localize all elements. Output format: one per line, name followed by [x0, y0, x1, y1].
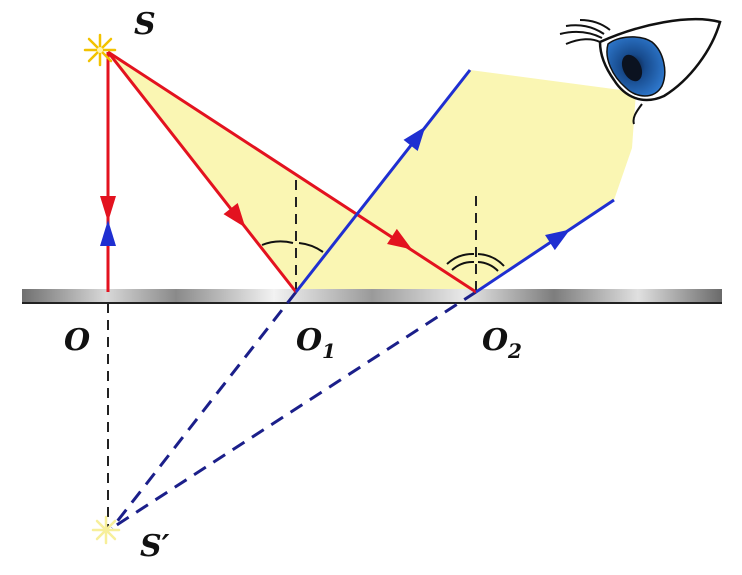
light-field-right: [296, 70, 636, 292]
svg-text:1: 1: [322, 339, 336, 363]
arrow-incident-o2: [387, 228, 413, 250]
arrow-vertical-down: [100, 196, 116, 222]
image-source-star-icon: [91, 515, 121, 545]
svg-text:O: O: [296, 323, 322, 358]
arrow-incident-o1: [223, 203, 246, 228]
svg-text:O: O: [482, 323, 508, 358]
reflected-ray-o2: [475, 198, 615, 294]
incidence-angle-arc-o1: [261, 240, 294, 246]
incident-ray-to-o2: [107, 50, 477, 294]
label-o: O: [64, 323, 90, 358]
reflection-angle-arc-o2-inner: [477, 261, 499, 272]
incident-ray-to-o1: [106, 51, 298, 293]
arrow-reflected-o1: [403, 126, 426, 151]
virtual-ray-o2: [111, 290, 477, 530]
incidence-angle-arc-o2-outer: [446, 252, 475, 265]
label-o1: O 1: [296, 323, 336, 363]
reflected-ray-o1: [294, 69, 472, 293]
virtual-ray-o1: [110, 291, 298, 529]
incidence-angle-arc-o2-inner: [451, 260, 475, 271]
arrow-vertical-up: [100, 220, 116, 246]
mirror-surface: [22, 289, 722, 303]
label-s: S: [134, 7, 156, 42]
label-o2: O 2: [482, 323, 522, 363]
arrow-reflected-o2: [545, 229, 571, 251]
svg-text:2: 2: [507, 339, 522, 363]
light-source-star-icon: [83, 33, 117, 67]
label-s-image: S′: [140, 529, 170, 564]
reflection-angle-arc-o2-outer: [477, 253, 505, 267]
reflection-angle-arc-o1: [298, 242, 324, 253]
eye-icon: [559, 17, 722, 125]
